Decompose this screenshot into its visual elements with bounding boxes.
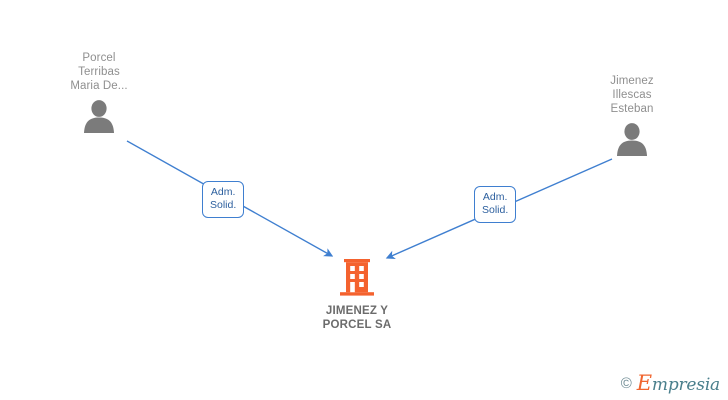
- person-label-right: Jimenez Illescas Esteban: [610, 75, 654, 115]
- person-label-left: Porcel Terribas Maria De...: [70, 52, 128, 92]
- watermark: © Empresia: [621, 373, 720, 394]
- person-icon: [617, 123, 647, 156]
- edge-label-right[interactable]: Adm. Solid.: [474, 186, 517, 223]
- copyright-icon: ©: [620, 375, 632, 392]
- building-icon: [340, 259, 374, 296]
- brand-wordmark: Empresia: [637, 373, 720, 394]
- person-icon: [84, 100, 114, 133]
- person-node-left[interactable]: Porcel Terribas Maria De...: [29, 51, 169, 133]
- brand-rest: mpresia: [651, 375, 720, 395]
- company-name-label: JIMENEZ Y PORCEL SA: [322, 305, 392, 331]
- brand-initial: E: [636, 371, 652, 395]
- company-node[interactable]: JIMENEZ Y PORCEL SA: [267, 259, 447, 332]
- edge-label-left[interactable]: Adm. Solid.: [202, 181, 245, 218]
- person-node-right[interactable]: Jimenez Illescas Esteban: [562, 74, 702, 156]
